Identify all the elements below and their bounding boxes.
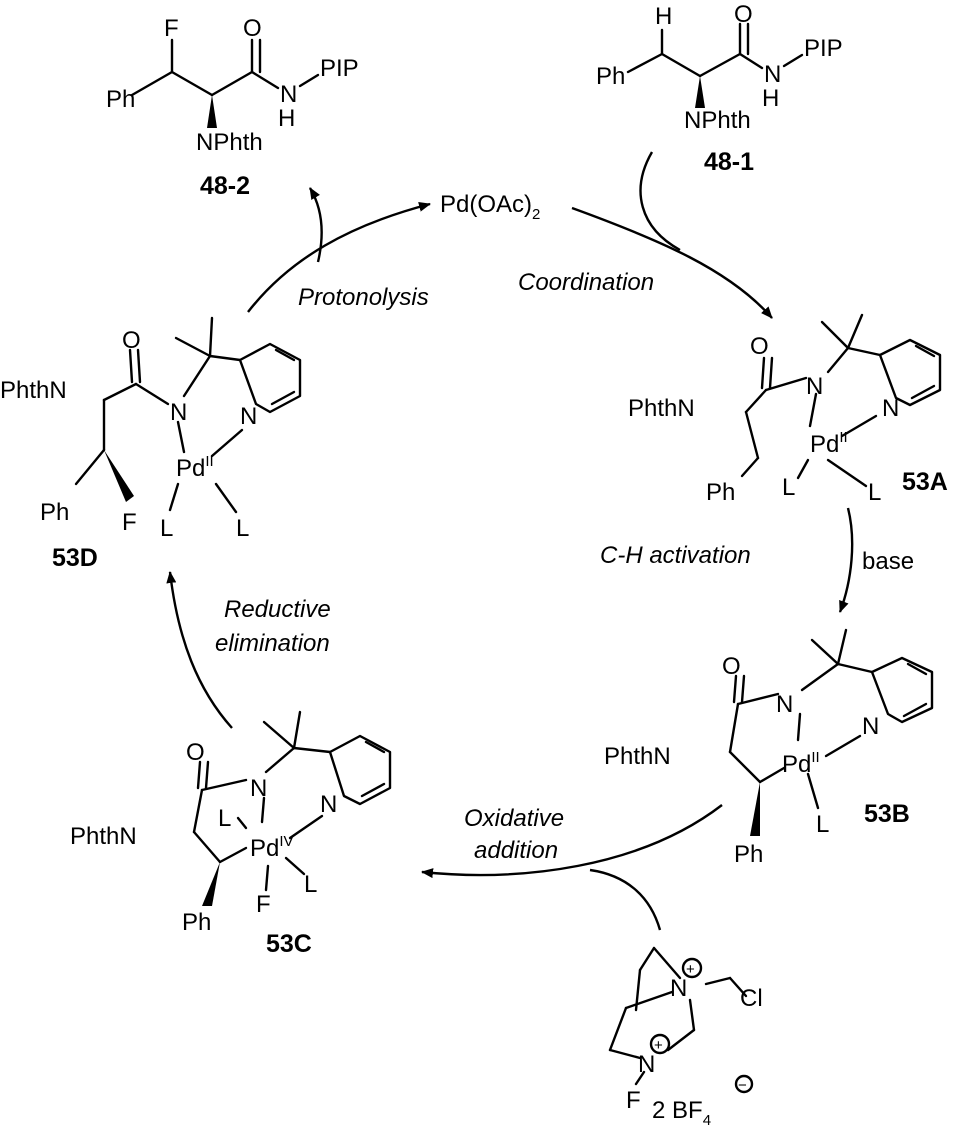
svg-text:PdII: PdII bbox=[782, 749, 820, 778]
catalyst-pd-oac2: Pd(OAc)2 bbox=[440, 191, 540, 223]
arrow-release-48-2 bbox=[308, 187, 323, 263]
svg-text:Ph: Ph bbox=[706, 479, 735, 506]
svg-text:NPhth: NPhth bbox=[684, 107, 751, 134]
structure-48-2: Ph F O N H PIP NPhth 48-2 bbox=[106, 15, 359, 200]
svg-text:O: O bbox=[122, 327, 141, 354]
pyridine-ring bbox=[878, 338, 942, 407]
svg-text:Ph: Ph bbox=[40, 499, 69, 526]
svg-text:F: F bbox=[626, 1087, 641, 1114]
arrow-selectfluor-feed bbox=[589, 868, 662, 931]
label-53A: 53A bbox=[902, 468, 948, 496]
svg-text:2 BF4: 2 BF4 bbox=[652, 1097, 711, 1125]
svg-text:O: O bbox=[734, 1, 753, 28]
svg-text:H: H bbox=[762, 85, 779, 112]
arrow-to-53C bbox=[421, 804, 723, 879]
arrow-to-pd-oac2 bbox=[247, 201, 431, 313]
svg-text:H: H bbox=[655, 3, 672, 30]
pyridine-ring bbox=[870, 656, 934, 724]
label-53C: 53C bbox=[266, 930, 312, 958]
intermediate-53C: O N N PhthN L PdIV L F Ph 53C bbox=[70, 710, 392, 958]
svg-text:PdIV: PdIV bbox=[250, 833, 294, 862]
svg-text:N: N bbox=[280, 81, 297, 108]
svg-text:L: L bbox=[304, 871, 317, 898]
svg-text:+: + bbox=[686, 961, 695, 978]
svg-text:N: N bbox=[806, 373, 823, 400]
svg-text:O: O bbox=[186, 739, 205, 766]
svg-text:F: F bbox=[164, 15, 179, 42]
svg-text:PdII: PdII bbox=[810, 429, 848, 458]
label-48-2: 48-2 bbox=[200, 172, 250, 200]
svg-text:Ph: Ph bbox=[596, 63, 625, 90]
step-reductive: Reductive bbox=[224, 596, 331, 623]
step-protonolysis: Protonolysis bbox=[298, 284, 429, 311]
svg-text:N: N bbox=[882, 395, 899, 422]
svg-text:L: L bbox=[868, 479, 881, 506]
svg-text:PIP: PIP bbox=[804, 35, 843, 62]
svg-text:L: L bbox=[218, 805, 231, 832]
svg-text:PhthN: PhthN bbox=[70, 823, 137, 850]
svg-text:PhthN: PhthN bbox=[628, 395, 695, 422]
svg-text:N: N bbox=[862, 713, 879, 740]
reagent-selectfluor: N N + + Cl F 2 BF4 − bbox=[608, 946, 763, 1125]
svg-text:L: L bbox=[816, 811, 829, 838]
structure-48-1: Ph H O N H PIP NPhth 48-1 bbox=[596, 1, 843, 176]
svg-text:NPhth: NPhth bbox=[196, 129, 263, 156]
label-53D: 53D bbox=[52, 544, 98, 572]
svg-text:N: N bbox=[170, 399, 187, 426]
step-addition: addition bbox=[474, 837, 558, 864]
label-53B: 53B bbox=[864, 800, 910, 828]
arrow-48-1-feed bbox=[639, 151, 681, 252]
svg-text:L: L bbox=[236, 515, 249, 542]
svg-text:N: N bbox=[638, 1051, 655, 1078]
svg-text:PIP: PIP bbox=[320, 55, 359, 82]
svg-text:F: F bbox=[256, 891, 271, 918]
svg-text:+: + bbox=[654, 1037, 663, 1054]
svg-text:F: F bbox=[122, 509, 137, 536]
svg-text:Ph: Ph bbox=[182, 909, 211, 936]
svg-text:PdII: PdII bbox=[176, 453, 214, 482]
step-ch-activation: C-H activation bbox=[600, 542, 751, 569]
svg-text:L: L bbox=[782, 474, 795, 501]
arrow-to-53D bbox=[166, 571, 233, 729]
step-elimination: elimination bbox=[215, 630, 330, 657]
pyridine-ring bbox=[238, 342, 302, 414]
svg-text:L: L bbox=[160, 515, 173, 542]
svg-text:O: O bbox=[722, 653, 741, 680]
svg-text:O: O bbox=[243, 15, 262, 42]
svg-text:N: N bbox=[240, 403, 257, 430]
svg-text:PhthN: PhthN bbox=[604, 743, 671, 770]
step-oxidative: Oxidative bbox=[464, 805, 564, 832]
svg-text:Cl: Cl bbox=[740, 985, 763, 1012]
svg-text:N: N bbox=[670, 975, 687, 1002]
arrow-to-53A bbox=[571, 206, 773, 319]
svg-text:Pd(OAc)2: Pd(OAc)2 bbox=[440, 191, 540, 223]
pyridine-ring bbox=[328, 734, 392, 806]
intermediate-53B: O N N PhthN PdII L Ph 53B bbox=[604, 628, 934, 868]
svg-text:N: N bbox=[764, 61, 781, 88]
svg-text:H: H bbox=[278, 105, 295, 132]
label-48-1: 48-1 bbox=[704, 148, 754, 176]
svg-text:N: N bbox=[250, 775, 267, 802]
svg-text:O: O bbox=[750, 333, 769, 360]
step-base: base bbox=[862, 548, 914, 575]
step-coordination: Coordination bbox=[518, 269, 654, 296]
intermediate-53D: O N N PhthN Ph F PdII L L 53D bbox=[0, 316, 302, 572]
svg-text:−: − bbox=[738, 1077, 747, 1094]
intermediate-53A: O N N PhthN Ph PdII L L 53A bbox=[628, 313, 948, 506]
svg-text:PhthN: PhthN bbox=[0, 377, 67, 404]
svg-text:Ph: Ph bbox=[106, 86, 135, 113]
svg-text:Ph: Ph bbox=[734, 841, 763, 868]
svg-text:N: N bbox=[320, 791, 337, 818]
arrow-to-53B bbox=[838, 507, 854, 613]
svg-text:N: N bbox=[776, 691, 793, 718]
